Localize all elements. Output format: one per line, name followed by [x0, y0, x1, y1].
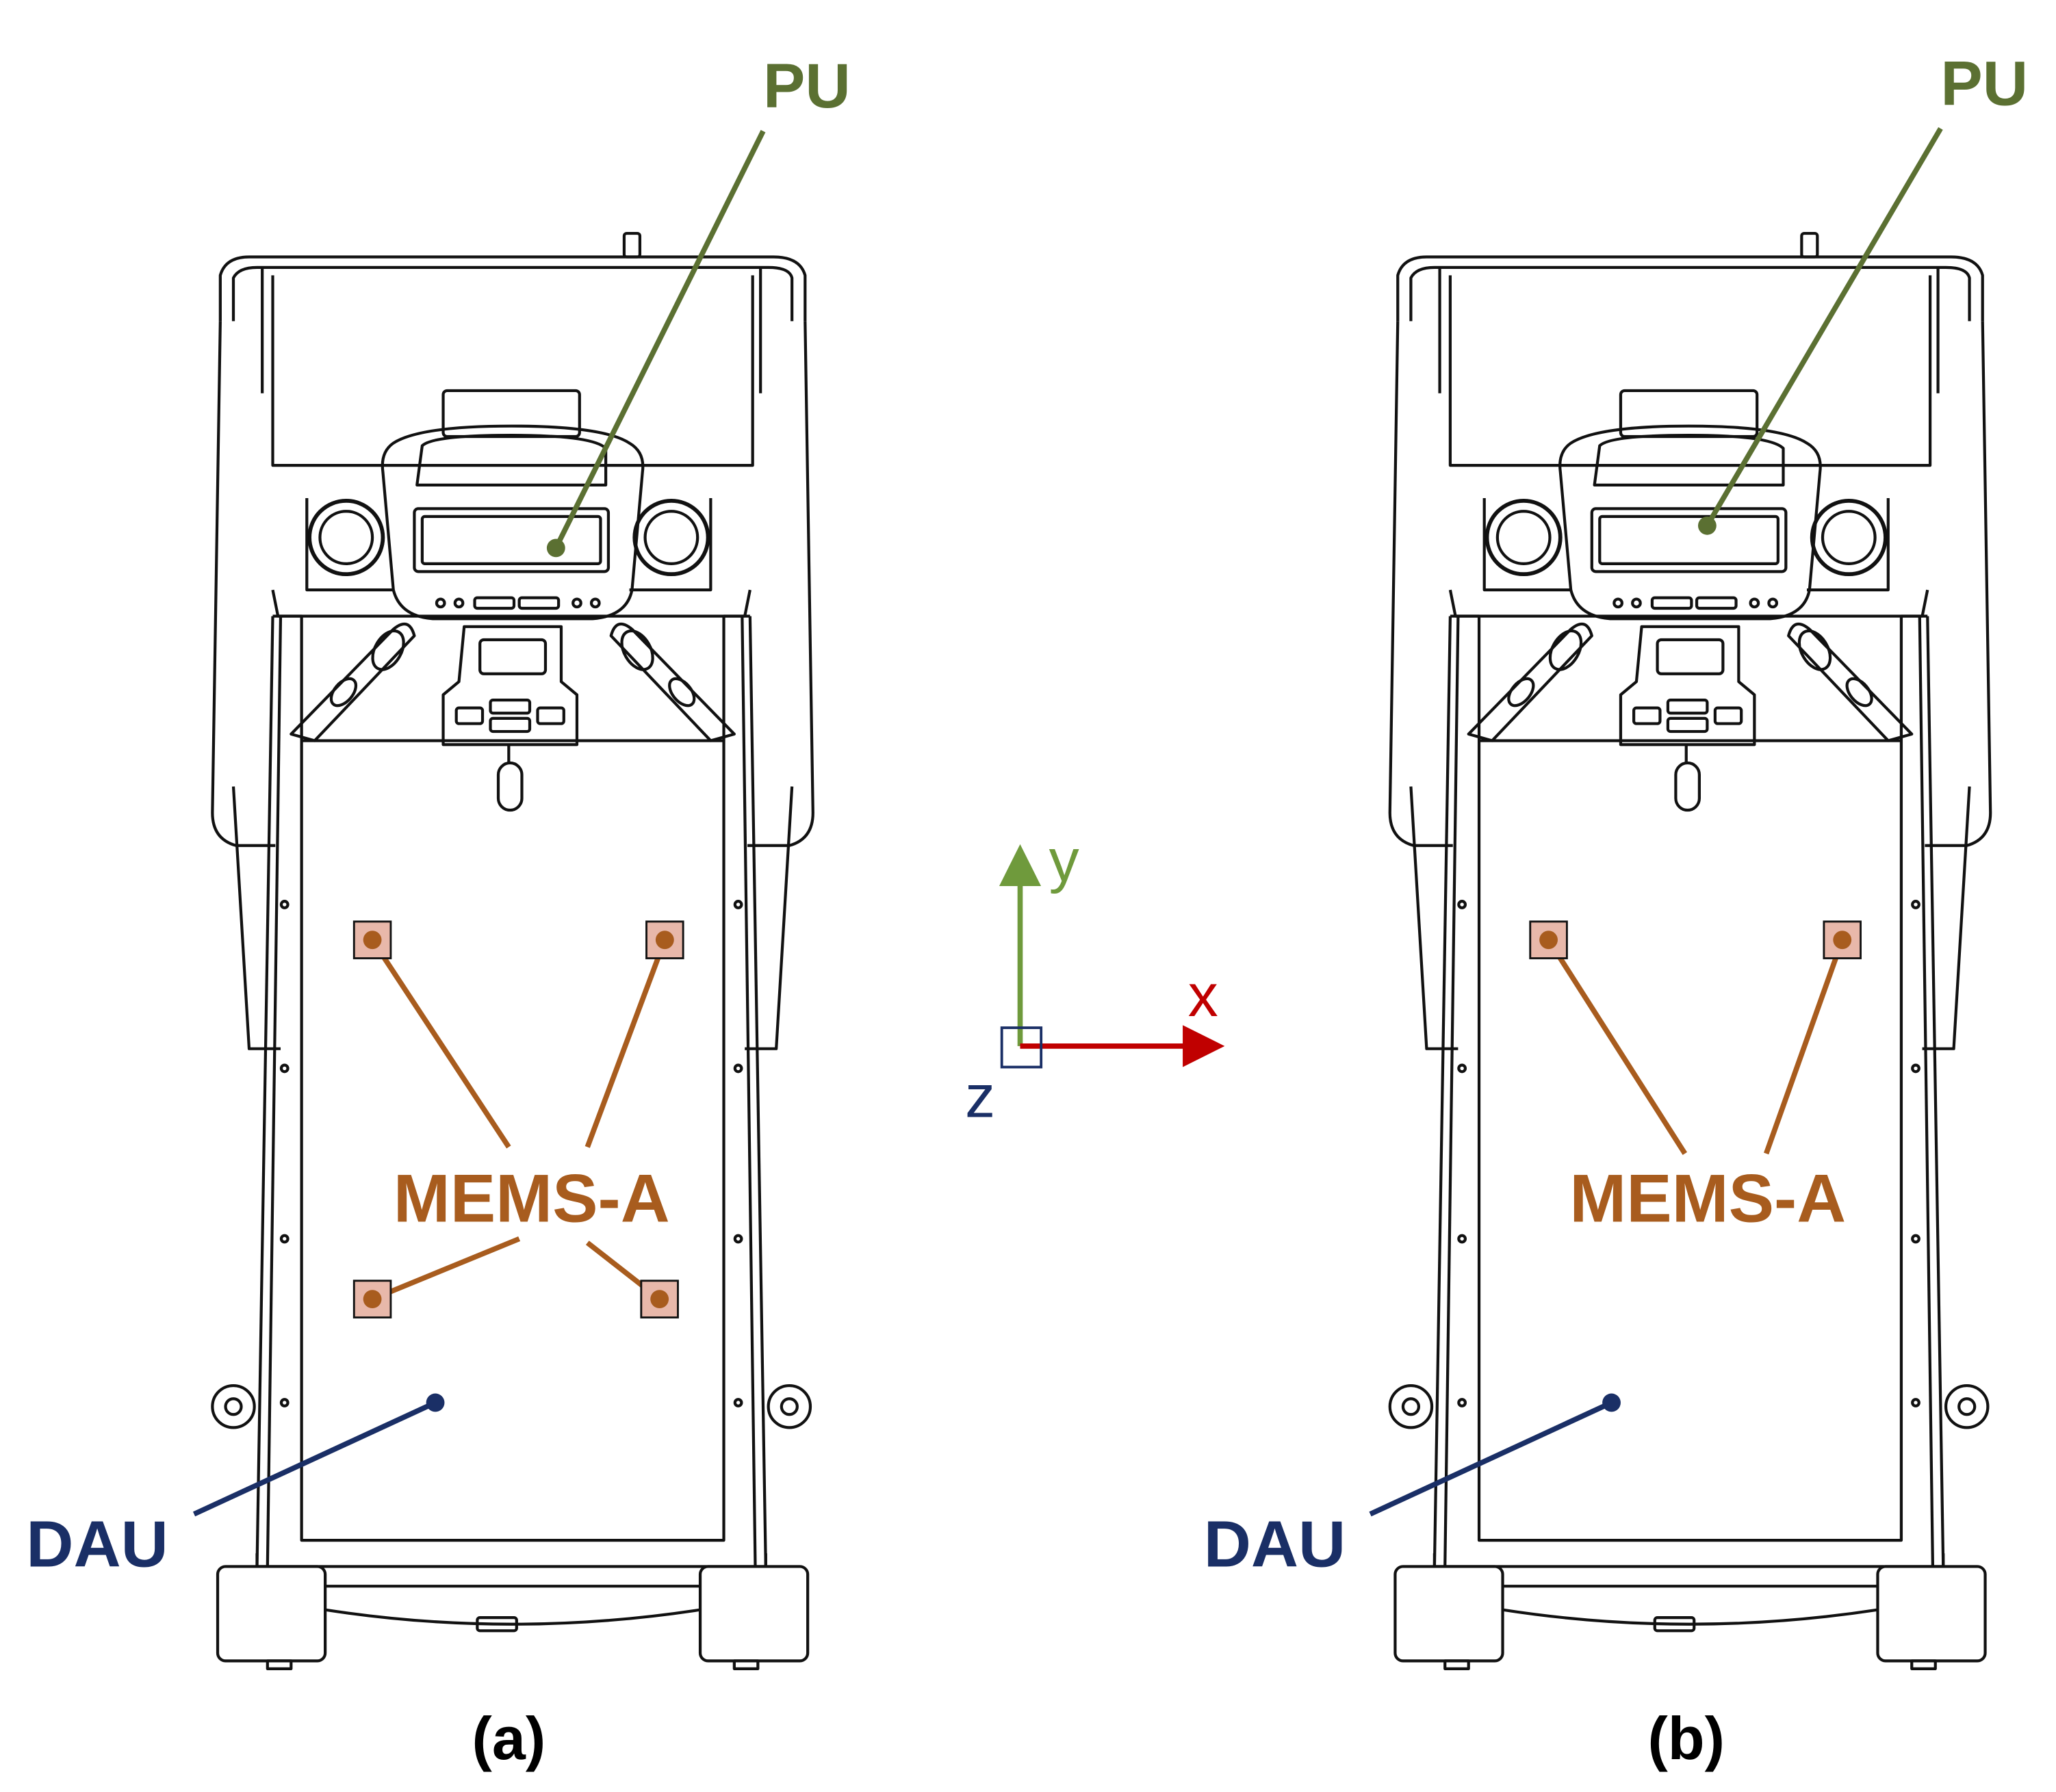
mems-leader-line-a3	[371, 1236, 521, 1302]
mems-sensor-a4	[640, 1280, 679, 1319]
mems-label-a: MEMS-A	[394, 1161, 670, 1237]
pu-leader-line-b	[1705, 127, 1943, 528]
pu-label-a: PU	[763, 51, 851, 121]
treadmill-drawing-a	[212, 233, 812, 1669]
mems-leader-line-a2	[584, 939, 667, 1148]
z-axis-label: z	[965, 1062, 995, 1130]
dau-leader-line-b	[1369, 1400, 1613, 1517]
mems-leader-line-a1	[370, 938, 511, 1149]
z-axis-marker	[1000, 1026, 1043, 1069]
panel-a: PU MEMS-A DAU (a)	[26, 51, 850, 1772]
caption-b: (b)	[1647, 1704, 1725, 1772]
panel-b: PU MEMS-A DAU (b)	[1204, 49, 2028, 1772]
pu-label-b: PU	[1940, 49, 2028, 118]
dau-leader-line-a	[192, 1400, 437, 1517]
coordinate-axes: y x z	[965, 826, 1225, 1130]
mems-sensor-a2	[645, 920, 684, 959]
mems-sensor-a3	[352, 1280, 392, 1319]
dau-point-a	[426, 1393, 445, 1412]
pu-point-a	[546, 538, 565, 558]
mems-label-b: MEMS-A	[1569, 1161, 1846, 1237]
mems-leader-line-b2	[1763, 939, 1845, 1155]
dau-label-a: DAU	[26, 1507, 168, 1581]
mems-sensor-a1	[352, 920, 392, 959]
dau-point-b	[1602, 1393, 1621, 1412]
pu-point-b	[1697, 516, 1717, 535]
mems-sensor-b1	[1529, 920, 1568, 959]
mems-leader-line-b1	[1546, 938, 1688, 1156]
mems-sensor-b2	[1823, 920, 1862, 959]
caption-a: (a)	[472, 1704, 545, 1772]
treadmill-drawing-b	[1390, 233, 1990, 1669]
pu-leader-line-a	[553, 129, 766, 549]
x-axis-label: x	[1188, 961, 1218, 1029]
y-axis-label: y	[1049, 826, 1079, 894]
dau-label-b: DAU	[1204, 1507, 1346, 1581]
